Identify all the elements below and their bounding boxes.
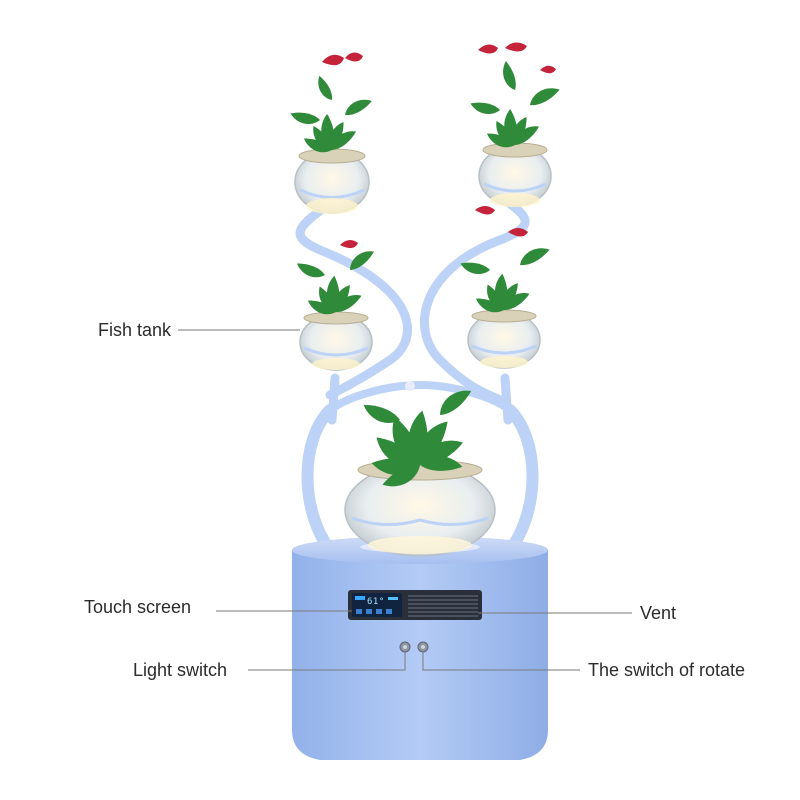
flower-icon	[508, 228, 528, 237]
plant-middle-right	[458, 206, 552, 318]
flower-icon	[505, 42, 527, 52]
fish-tank-middle-left	[299, 311, 373, 371]
vent-grille	[408, 595, 478, 617]
flower-icon	[322, 54, 344, 66]
plant-top-right	[468, 42, 562, 153]
flower-icon	[540, 65, 556, 74]
callout-fish-tank: Fish tank	[98, 320, 172, 340]
flower-icon	[478, 44, 498, 54]
light-switch-button[interactable]	[399, 641, 411, 653]
leader-rotate-switch	[422, 652, 580, 671]
fish-tank-large	[344, 459, 496, 557]
callout-light-switch: Light switch	[133, 660, 228, 680]
flower-icon	[345, 52, 363, 62]
plant-top-left	[288, 52, 374, 158]
fish-tank-top-right	[478, 142, 552, 207]
support-frame	[295, 195, 539, 556]
flower-icon	[475, 206, 495, 215]
plant-middle-left	[294, 239, 378, 320]
callout-rotate-switch: The switch of rotate	[588, 660, 746, 680]
fish-tank-top-left	[294, 148, 370, 214]
callout-leader-lines	[178, 329, 632, 671]
control-panel	[348, 590, 482, 620]
plant-large	[360, 381, 476, 492]
flower-icon	[340, 239, 358, 249]
rotate-switch-button[interactable]	[417, 641, 429, 653]
callout-touch-screen: Touch screen	[84, 597, 192, 617]
touch-screen-temperature: 61°	[367, 597, 385, 607]
flower-icon	[405, 381, 415, 391]
callout-vent: Vent	[640, 603, 677, 623]
fish-tank-middle-right	[467, 309, 541, 369]
leader-light-switch	[248, 652, 406, 671]
